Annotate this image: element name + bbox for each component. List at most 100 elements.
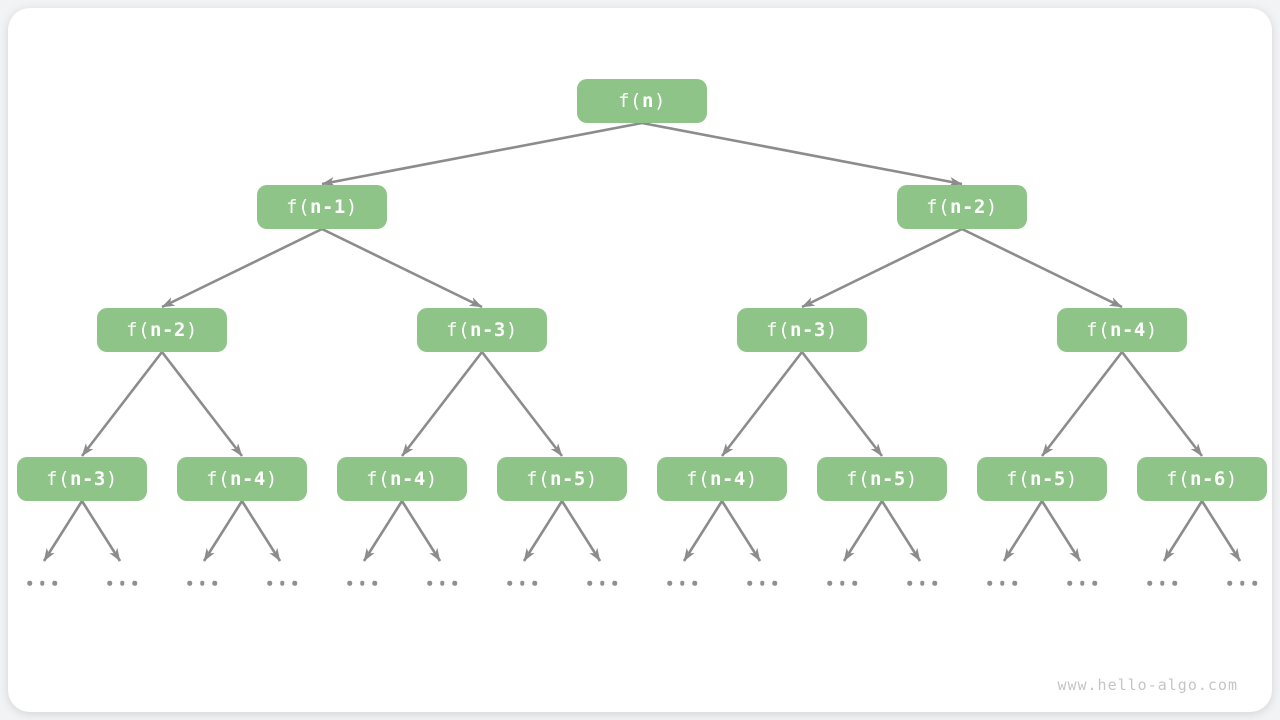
node-label-suffix: ) [425, 468, 438, 490]
ellipsis-dot [667, 580, 672, 586]
ellipsis-dot [427, 580, 432, 586]
tree-node-b1: f(n-1) [257, 185, 387, 229]
edge-line [961, 227, 1123, 309]
node-label-prefix: f( [766, 319, 791, 341]
node-label-arg: n-2 [950, 196, 986, 218]
ellipsis [347, 580, 377, 586]
tree-node-c4: f(n-4) [1057, 308, 1187, 352]
node-label-arg: n-4 [390, 468, 426, 490]
node-label-prefix: f( [526, 468, 551, 490]
node-label-arg: n [641, 90, 654, 112]
edge-line [1040, 351, 1124, 457]
node-label-arg: n-5 [1030, 468, 1066, 490]
node-label-suffix: ) [185, 319, 198, 341]
edge-line [80, 500, 122, 562]
ellipsis-dot [279, 580, 285, 586]
tree-node-d6: f(n-5) [817, 457, 947, 501]
ellipsis [587, 580, 617, 586]
ellipsis [667, 580, 697, 586]
edge-line [202, 500, 244, 562]
ellipsis-dot [1172, 580, 1177, 586]
node-label-suffix: ) [653, 90, 666, 112]
edge-line [80, 351, 164, 457]
ellipsis-dot [1092, 580, 1097, 586]
ellipsis [267, 580, 297, 586]
ellipsis-dot [372, 580, 377, 586]
tree-node-c3: f(n-3) [737, 308, 867, 352]
ellipsis [747, 580, 777, 586]
ellipsis [1147, 580, 1177, 586]
ellipsis [427, 580, 457, 586]
edge-line [1040, 500, 1082, 562]
node-label-arg: n-5 [550, 468, 586, 490]
tree-node-c1: f(n-2) [97, 308, 227, 352]
ellipsis-dot [52, 580, 57, 586]
edge-line [321, 121, 643, 187]
node-label-suffix: ) [105, 468, 118, 490]
node-label-prefix: f( [926, 196, 951, 218]
node-label-suffix: ) [905, 468, 918, 490]
node-label-prefix: f( [286, 196, 311, 218]
ellipsis [907, 580, 937, 586]
ellipsis-dot [292, 580, 297, 586]
edge-line [240, 500, 282, 562]
ellipsis [27, 580, 57, 586]
ellipsis-dot [199, 580, 205, 586]
ellipsis-dot [1239, 580, 1245, 586]
node-label-prefix: f( [366, 468, 391, 490]
edge-line [1002, 500, 1044, 562]
ellipsis-dot [1252, 580, 1257, 586]
ellipsis-dot [907, 580, 912, 586]
edge-line [1120, 351, 1204, 457]
ellipsis [827, 580, 857, 586]
edge-line [400, 500, 442, 562]
node-label-suffix: ) [1225, 468, 1238, 490]
edge-line [42, 500, 84, 562]
ellipsis-dot [119, 580, 125, 586]
edge-line [801, 227, 963, 309]
node-label-arg: n-4 [1110, 319, 1146, 341]
node-label-suffix: ) [505, 319, 518, 341]
node-label-arg: n-4 [230, 468, 266, 490]
node-label-prefix: f( [1006, 468, 1031, 490]
node-label-prefix: f( [46, 468, 71, 490]
node-label-arg: n-3 [70, 468, 106, 490]
ellipsis-dot [772, 580, 777, 586]
node-label-prefix: f( [1166, 468, 1191, 490]
ellipsis-dot [679, 580, 685, 586]
node-label-arg: n-4 [710, 468, 746, 490]
ellipsis-dot [212, 580, 217, 586]
tree-node-d2: f(n-4) [177, 457, 307, 501]
ellipsis-dot [839, 580, 845, 586]
ellipsis-dot [519, 580, 525, 586]
node-label-prefix: f( [686, 468, 711, 490]
edge-line [800, 351, 884, 457]
node-label-arg: n-6 [1190, 468, 1226, 490]
node-label-suffix: ) [825, 319, 838, 341]
ellipsis-dot [532, 580, 537, 586]
ellipsis-dot [452, 580, 457, 586]
tree-node-d8: f(n-6) [1137, 457, 1267, 501]
tree-node-d1: f(n-3) [17, 457, 147, 501]
edge-line [560, 500, 602, 562]
edge-line [880, 500, 922, 562]
tree-node-d5: f(n-4) [657, 457, 787, 501]
ellipsis-dot [999, 580, 1005, 586]
ellipsis-dot [27, 580, 32, 586]
node-label-suffix: ) [1065, 468, 1078, 490]
node-label-prefix: f( [126, 319, 151, 341]
ellipsis-dot [107, 580, 112, 586]
ellipsis [187, 580, 217, 586]
edge-line [161, 227, 323, 309]
ellipsis-dot [692, 580, 697, 586]
ellipsis-dot [919, 580, 925, 586]
tree-node-b2: f(n-2) [897, 185, 1027, 229]
figure-card [8, 8, 1272, 712]
node-label-prefix: f( [618, 90, 642, 112]
ellipsis-dot [267, 580, 272, 586]
ellipsis-dot [987, 580, 992, 586]
edge-line [720, 500, 762, 562]
tree-node-d4: f(n-5) [497, 457, 627, 501]
